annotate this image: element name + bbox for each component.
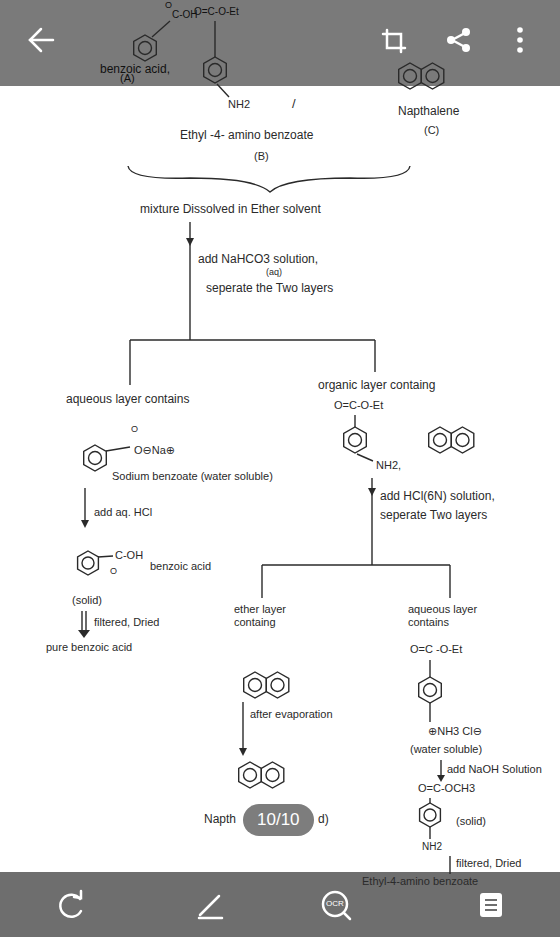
handwritten-label: add NaHCO3 solution, bbox=[198, 252, 318, 266]
handwritten-label: (solid) bbox=[72, 594, 102, 607]
handwritten-label: filtered, Dried bbox=[94, 616, 159, 629]
handwritten-label: O=C-OCH3 bbox=[418, 782, 475, 795]
handwritten-label: O=C-O-Et bbox=[194, 6, 239, 18]
handwritten-label: Napth bbox=[204, 812, 236, 826]
handwritten-label: ⊕NH3 Cl⊖ bbox=[428, 725, 482, 738]
handwritten-label: seperate the Two layers bbox=[206, 281, 333, 295]
handwritten-label: organic layer containg bbox=[318, 378, 435, 392]
handwritten-label: O⊖Na⊕ bbox=[134, 444, 175, 457]
handwritten-label: ether layer containg bbox=[234, 603, 306, 629]
handwritten-label: add HCl(6N) solution, bbox=[380, 489, 495, 503]
page-counter: 10/10 bbox=[243, 804, 314, 836]
top-bar bbox=[0, 0, 560, 86]
handwritten-label: O=C -O-Et bbox=[410, 643, 462, 656]
handwritten-label: Ethyl -4- amino benzoate bbox=[180, 128, 313, 142]
handwritten-label: mixture Dissolved in Ether solvent bbox=[140, 202, 321, 216]
handwritten-label: Napthalene bbox=[398, 104, 459, 118]
bottom-icons bbox=[60, 891, 350, 919]
handwritten-label: (B) bbox=[254, 150, 269, 163]
handwritten-label: aqueous layer contains bbox=[66, 392, 189, 406]
handwritten-label: NH2 bbox=[422, 841, 442, 853]
handwritten-label: d) bbox=[318, 812, 329, 826]
handwritten-label: benzoic acid bbox=[150, 560, 211, 573]
handwritten-label: add NaOH Solution bbox=[447, 763, 542, 776]
handwritten-label: seperate Two layers bbox=[380, 508, 487, 522]
handwritten-label: (water soluble) bbox=[410, 743, 482, 756]
handwritten-label: benzoic acid, bbox=[100, 62, 170, 76]
bottom-bar bbox=[0, 872, 560, 937]
handwritten-label: NH2 bbox=[228, 98, 250, 111]
icon-label: OCR bbox=[326, 899, 344, 909]
handwritten-label: O bbox=[110, 566, 117, 577]
handwritten-label: add aq. HCl bbox=[94, 506, 152, 519]
handwritten-label: Sodium benzoate (water soluble) bbox=[112, 470, 273, 483]
handwritten-label: filtered, Dried bbox=[456, 857, 521, 870]
handwritten-label: aqueous layer contains bbox=[408, 603, 508, 629]
handwritten-label: Ethyl-4-amino benzoate bbox=[362, 875, 478, 888]
toolbar-icons bbox=[30, 29, 465, 52]
handwritten-label: pure benzoic acid bbox=[46, 641, 132, 654]
handwritten-label: C-OH bbox=[172, 9, 198, 21]
handwritten-label: C-OH bbox=[115, 549, 143, 562]
handwritten-label: (C) bbox=[424, 124, 439, 137]
handwritten-label: / bbox=[292, 96, 296, 112]
handwritten-label: (aq) bbox=[266, 267, 282, 278]
handwritten-label: O=C-O-Et bbox=[334, 399, 383, 412]
handwritten-label: O bbox=[165, 0, 172, 11]
handwritten-label: after evaporation bbox=[250, 708, 333, 721]
handwritten-label: (solid) bbox=[456, 815, 486, 828]
handwritten-label: (A) bbox=[120, 72, 135, 85]
handwritten-label: O bbox=[131, 424, 138, 435]
handwritten-label: NH2, bbox=[376, 459, 401, 472]
